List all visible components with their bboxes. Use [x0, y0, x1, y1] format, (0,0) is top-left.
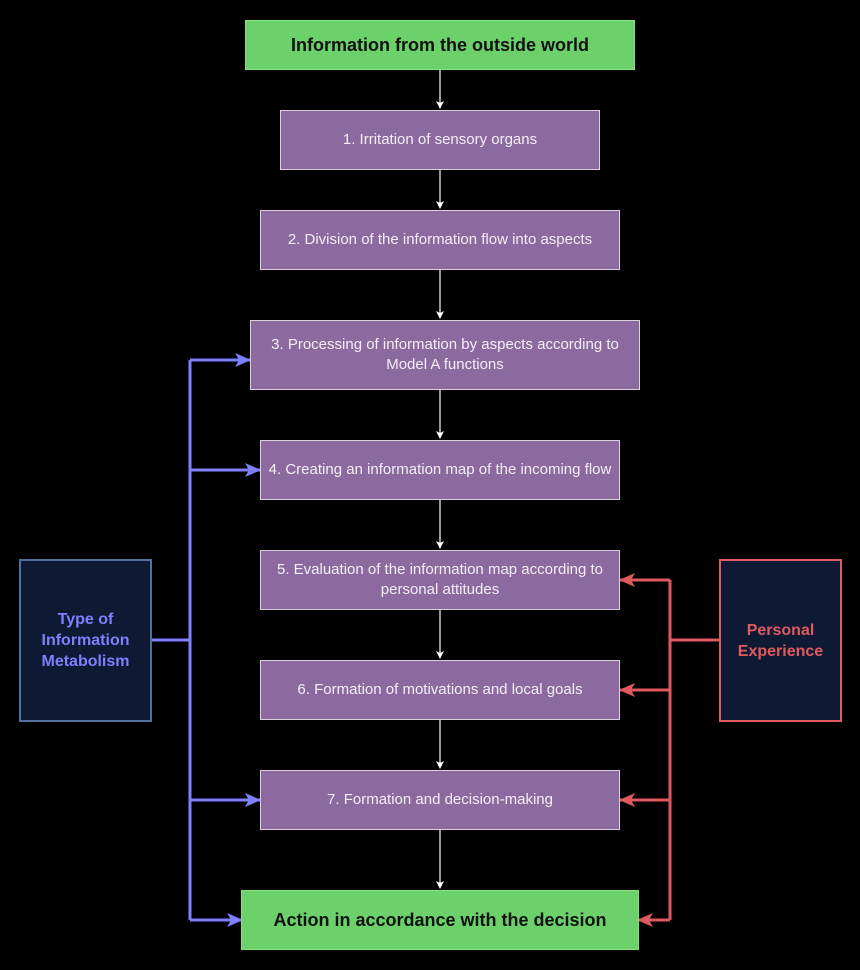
- type-of-information-metabolism-label: Type of Information Metabolism: [41, 611, 130, 670]
- left-influence-connectors: [151, 353, 261, 927]
- step-5-label: 5. Evaluation of the information map acc…: [276, 561, 604, 598]
- output-node-label: Action in accordance with the decision: [273, 909, 607, 930]
- output-node: Action in accordance with the decision: [241, 890, 639, 950]
- step-3-node: 3. Processing of information by aspects …: [250, 320, 640, 390]
- input-node: Information from the outside world: [245, 20, 635, 70]
- right-influence-connectors: [619, 573, 720, 927]
- step-2-label: 2. Division of the information flow into…: [287, 231, 593, 248]
- step-4-label: 4. Creating an information map of the in…: [268, 461, 612, 478]
- step-1-label: 1. Irritation of sensory organs: [342, 131, 538, 148]
- step-5-node: 5. Evaluation of the information map acc…: [260, 550, 620, 610]
- step-2-node: 2. Division of the information flow into…: [260, 210, 620, 270]
- step-3-label: 3. Processing of information by aspects …: [271, 336, 619, 373]
- personal-experience-node: Personal Experience: [719, 559, 842, 722]
- step-7-label: 7. Formation and decision-making: [327, 791, 553, 808]
- step-1-node: 1. Irritation of sensory organs: [280, 110, 600, 170]
- step-6-label: 6. Formation of motivations and local go…: [297, 681, 583, 698]
- personal-experience-label: Personal Experience: [737, 621, 824, 660]
- input-node-label: Information from the outside world: [291, 34, 589, 55]
- step-4-node: 4. Creating an information map of the in…: [260, 440, 620, 500]
- step-7-node: 7. Formation and decision-making: [260, 770, 620, 830]
- step-6-node: 6. Formation of motivations and local go…: [260, 660, 620, 720]
- type-of-information-metabolism-node: Type of Information Metabolism: [19, 559, 152, 722]
